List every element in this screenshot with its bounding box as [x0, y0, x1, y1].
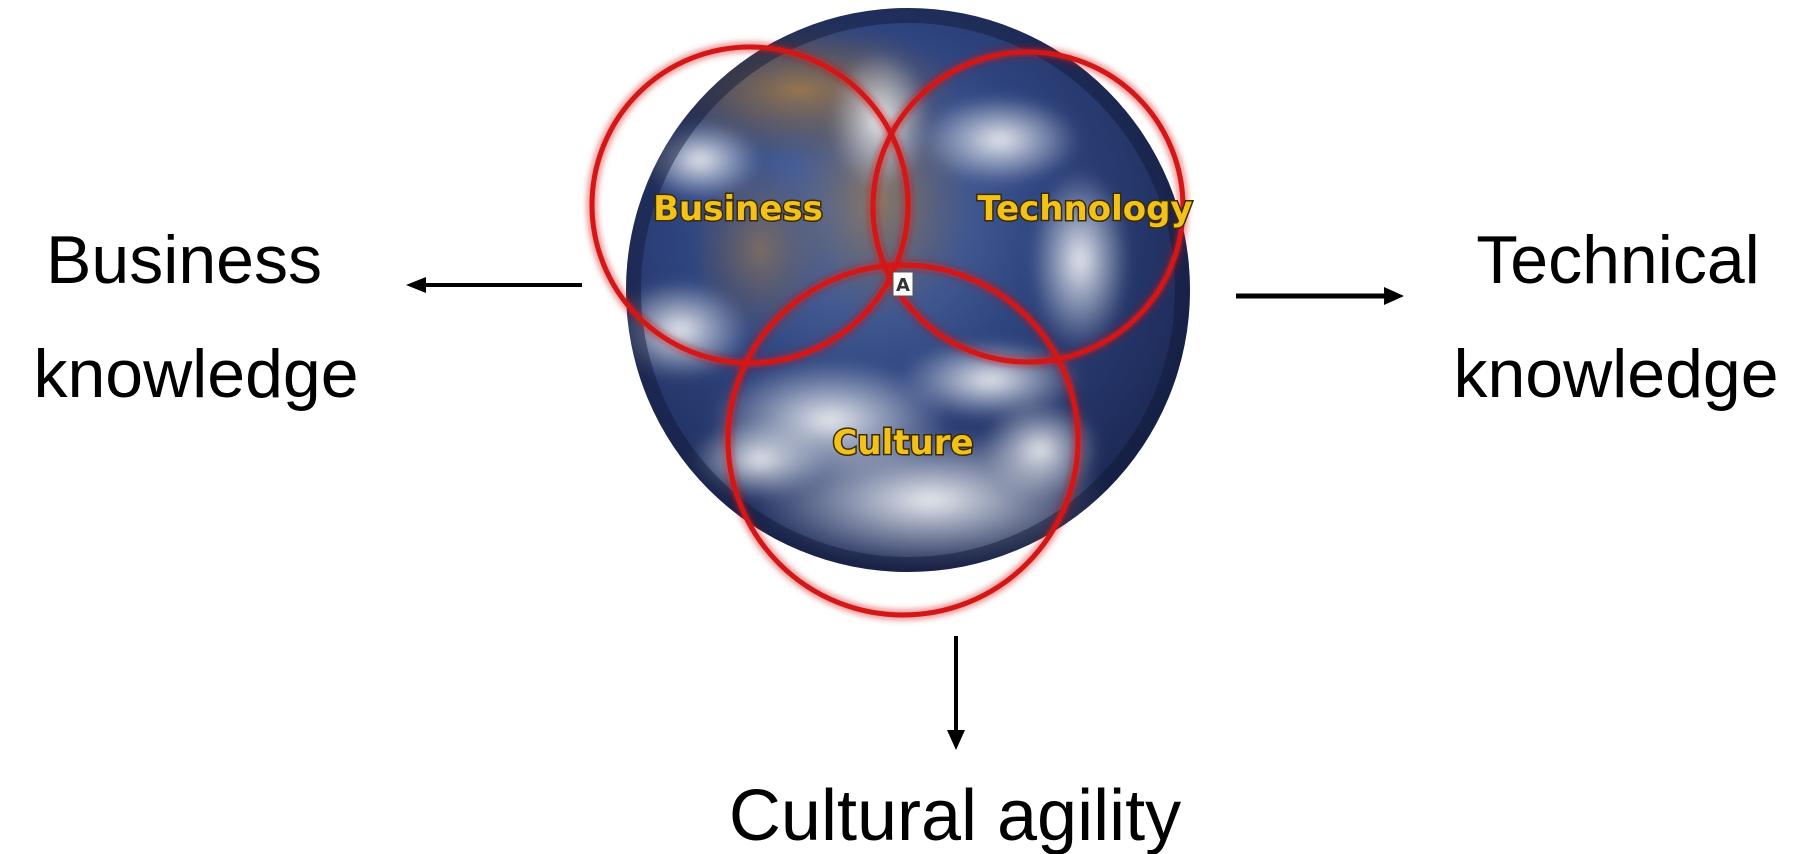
- technology-circle-label: Technology: [977, 189, 1192, 229]
- technology-circle: [870, 49, 1186, 365]
- technical-knowledge-label-line2: knowledge: [1453, 336, 1778, 412]
- center-marker: A: [892, 271, 914, 297]
- business-knowledge-label-line1: Business: [46, 222, 322, 298]
- arrow-left: [406, 277, 582, 293]
- arrow-down: [947, 636, 965, 750]
- culture-circle: [725, 262, 1081, 618]
- business-circle-label: Business: [653, 189, 823, 229]
- business-knowledge-label-line2: knowledge: [33, 336, 358, 412]
- culture-circle-label: Culture: [832, 423, 973, 463]
- technical-knowledge-label-line1: Technical: [1476, 222, 1760, 298]
- business-circle: [589, 44, 911, 366]
- arrow-right: [1236, 287, 1404, 305]
- cultural-agility-label: Cultural agility: [729, 776, 1181, 854]
- venn-circles: [589, 44, 1186, 618]
- earth-globe: [626, 8, 1190, 572]
- svg-text:A: A: [896, 275, 910, 296]
